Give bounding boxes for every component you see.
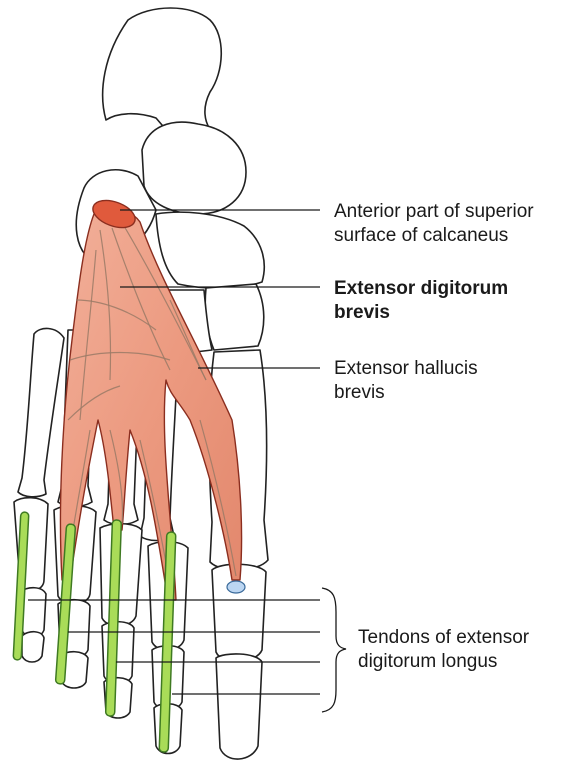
tendon-bracket xyxy=(322,588,346,712)
talus-bone xyxy=(142,122,246,214)
label-edl-tendons: Tendons of extensor digitorum longus xyxy=(358,626,529,674)
metatarsal-5 xyxy=(18,328,64,496)
distal-phalanx-1 xyxy=(216,654,262,759)
label-calcaneus-line2: surface of calcaneus xyxy=(334,224,534,248)
distal-phalanx-5 xyxy=(22,632,44,662)
hallux-insertion xyxy=(227,581,245,593)
medial-cuneiform-bone xyxy=(205,284,263,350)
label-tendons-line1: Tendons of extensor xyxy=(358,626,529,650)
label-extensor-hallucis-brevis: Extensor hallucis brevis xyxy=(334,357,478,405)
navicular-bone xyxy=(156,212,264,288)
label-ehb-line2: brevis xyxy=(334,381,478,405)
calcaneus-bone xyxy=(103,8,222,143)
label-calcaneus: Anterior part of superior surface of cal… xyxy=(334,200,534,248)
label-calcaneus-line1: Anterior part of superior xyxy=(334,200,534,224)
label-ehb-line1: Extensor hallucis xyxy=(334,357,478,381)
label-extensor-digitorum-brevis: Extensor digitorum brevis xyxy=(334,277,508,325)
label-edb-line2: brevis xyxy=(334,301,508,325)
label-edb-line1: Extensor digitorum xyxy=(334,277,508,301)
label-tendons-line2: digitorum longus xyxy=(358,650,529,674)
